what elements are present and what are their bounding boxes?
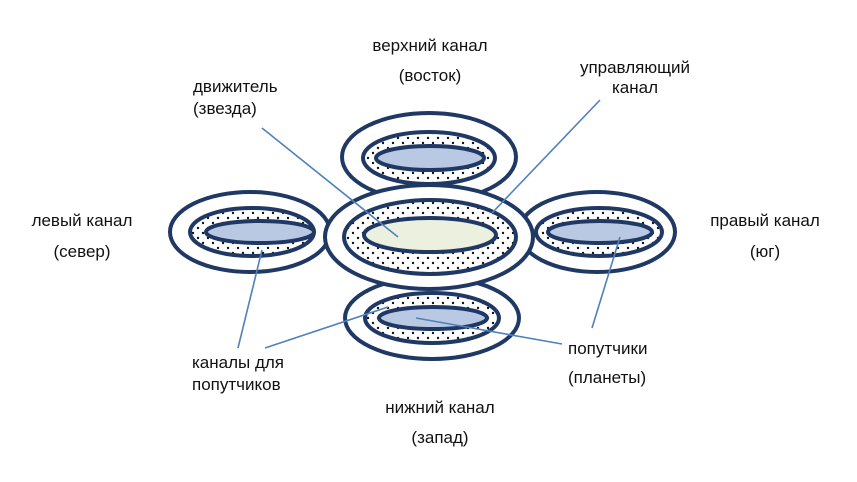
label-line: верхний канал <box>372 36 488 55</box>
label-companion-channels: каналы для попутчиков <box>192 352 284 396</box>
label-left-channel: левый канал (север) <box>22 208 142 264</box>
label-line: нижний канал <box>385 398 495 417</box>
label-line: (запад) <box>411 428 469 447</box>
label-line: (звезда) <box>193 99 257 118</box>
leader-line-propulsor <box>261 127 399 238</box>
label-top-channel: верхний канал (восток) <box>355 33 505 88</box>
label-line: попутчики <box>568 339 648 358</box>
label-control-channel: управляющий канал <box>565 58 705 98</box>
label-line: канал <box>611 78 659 97</box>
label-line: (планеты) <box>568 368 647 387</box>
label-line: правый канал <box>710 211 820 230</box>
right-channel <box>517 190 677 274</box>
central-channel <box>323 183 535 291</box>
leader-line-channels-bottom <box>264 306 389 349</box>
label-line: управляющий <box>579 58 691 77</box>
leader-line-control <box>491 99 601 214</box>
label-companions: попутчики (планеты) <box>568 336 647 390</box>
label-bottom-channel: нижний канал (запад) <box>365 395 515 450</box>
bottom-channel <box>343 275 521 361</box>
label-line: (юг) <box>749 242 781 261</box>
left-channel <box>168 190 332 274</box>
leader-line-channels-left <box>237 249 263 349</box>
label-propulsor: движитель (звезда) <box>193 76 278 120</box>
leader-line-companions-bottom <box>415 317 563 345</box>
label-line: (восток) <box>398 66 462 85</box>
leader-line-companions-right <box>591 236 621 329</box>
top-channel <box>340 111 518 203</box>
label-right-channel: правый канал (юг) <box>700 208 830 264</box>
label-line: (север) <box>53 242 111 261</box>
label-line: каналы для <box>192 353 285 372</box>
label-line: движитель <box>193 77 278 96</box>
label-line: левый канал <box>31 211 133 230</box>
label-line: попутчиков <box>192 375 281 394</box>
